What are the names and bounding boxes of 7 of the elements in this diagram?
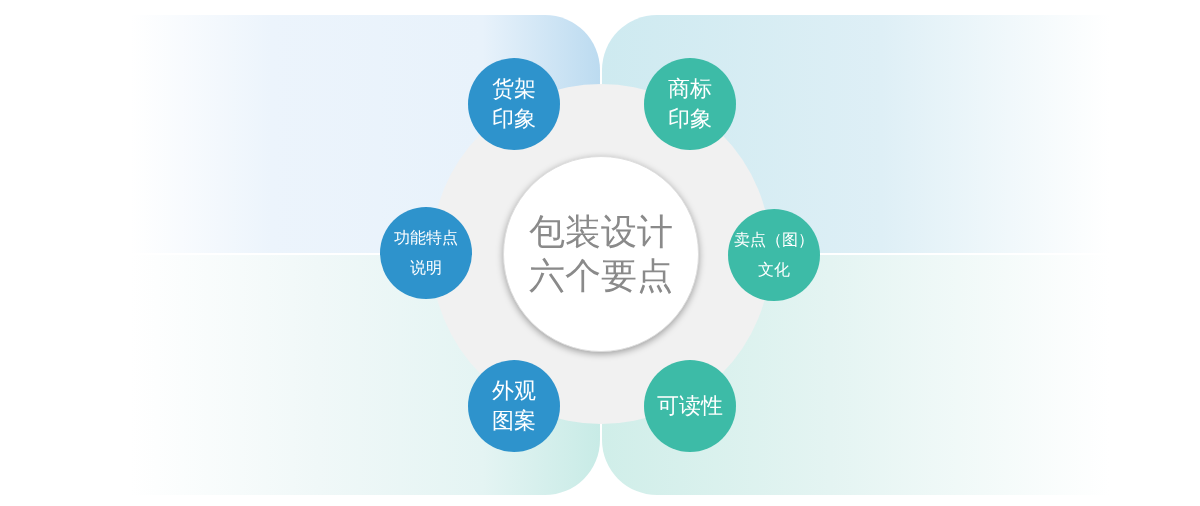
topic-text: 商标印象 bbox=[667, 75, 713, 133]
topic-text: 货架印象 bbox=[491, 75, 537, 133]
topic-text: 卖点（图）文化 bbox=[733, 229, 815, 281]
topic-text: 功能特点说明 bbox=[393, 227, 459, 279]
topic-text: 外观图案 bbox=[491, 377, 537, 435]
center-title: 包装设计六个要点 bbox=[528, 210, 674, 298]
topic-text: 可读性 bbox=[657, 392, 723, 420]
